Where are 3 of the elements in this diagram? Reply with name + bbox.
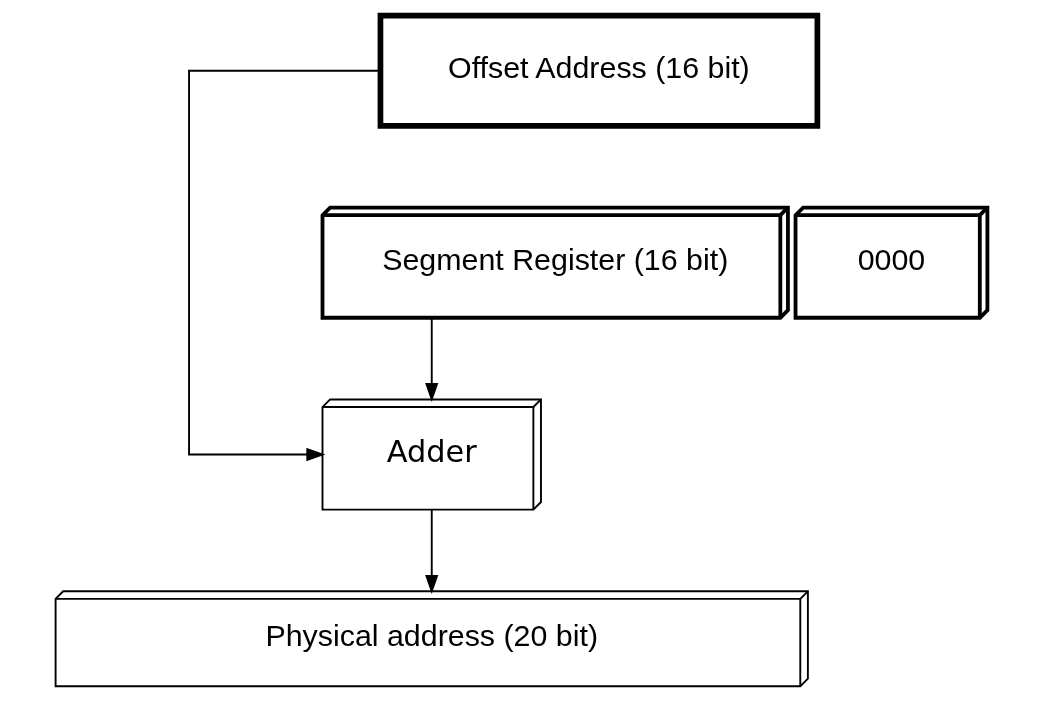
arrow	[425, 508, 439, 594]
arrow	[425, 317, 439, 403]
node-box: Offset Address (16 bit)	[377, 12, 821, 129]
